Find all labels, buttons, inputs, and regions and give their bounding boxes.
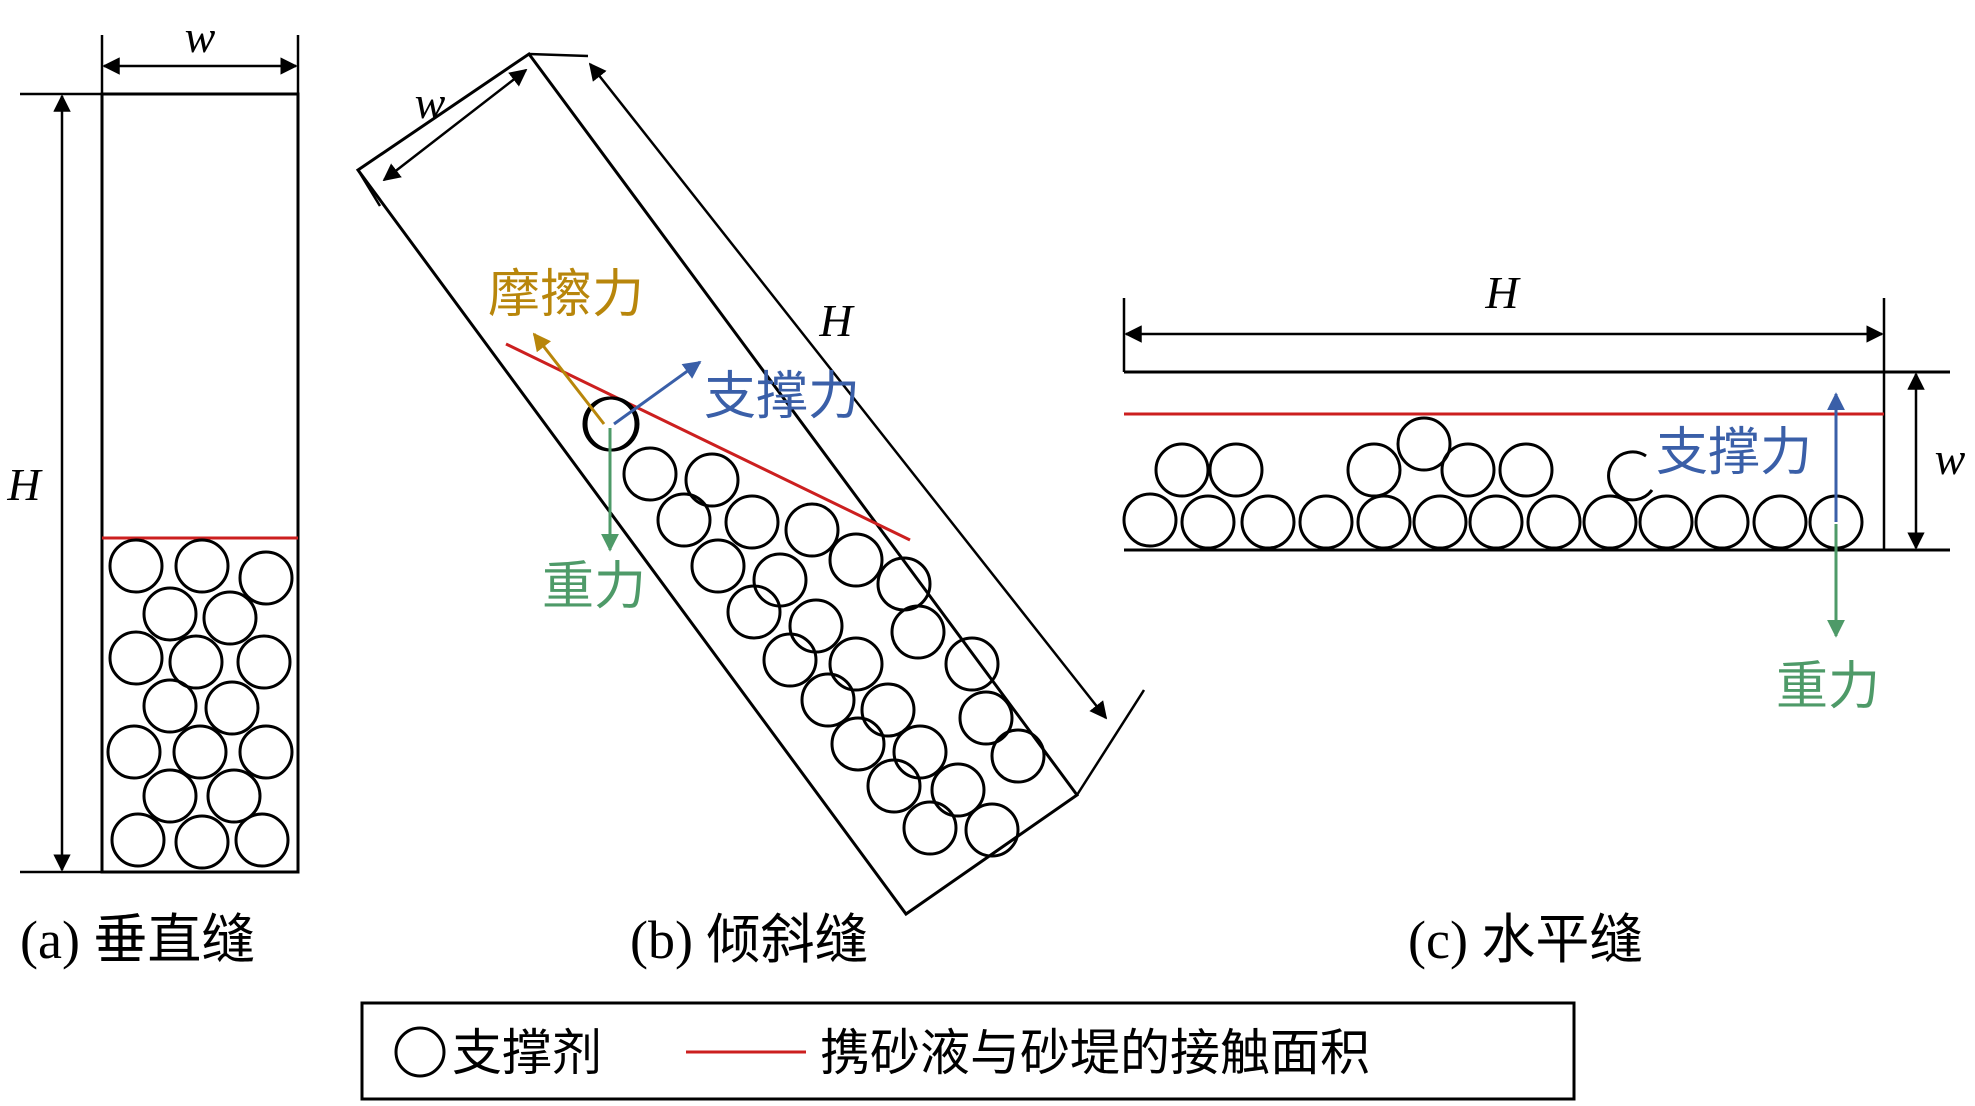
proppant-particle xyxy=(1412,494,1468,550)
proppant-particle xyxy=(1240,494,1296,550)
proppant-particle xyxy=(1694,494,1750,550)
proppant-particle xyxy=(1526,494,1582,550)
proppant-particle xyxy=(860,682,916,738)
proppant-particle xyxy=(1208,442,1264,498)
friction-label: 摩擦力 xyxy=(488,265,644,325)
proppant-particle xyxy=(172,724,228,780)
length-dimension-arrow xyxy=(588,62,1108,720)
proppant-particle xyxy=(788,598,844,654)
proppant-particle xyxy=(106,724,162,780)
legend-box xyxy=(360,1001,1576,1101)
proppant-particle xyxy=(762,632,818,688)
legend-contact-label: 携砂液与砂堤的接触面积 xyxy=(820,1024,1370,1082)
proppant-particle xyxy=(828,636,884,692)
proppant-particle xyxy=(1180,494,1236,550)
panel-vertical-fracture: w H (a) 垂直缝 xyxy=(6,11,300,970)
proppant-particle xyxy=(890,604,946,660)
proppant-particle xyxy=(828,532,884,588)
proppant-particle xyxy=(236,634,292,690)
proppant-particle xyxy=(726,584,782,640)
proppant-particle xyxy=(1498,442,1554,498)
proppant-particle xyxy=(1122,492,1178,548)
proppant-particle xyxy=(724,494,780,550)
proppant-particle xyxy=(1638,494,1694,550)
proppant-particle xyxy=(238,550,294,606)
support-label: 支撑力 xyxy=(704,367,860,427)
length-label: H xyxy=(1484,267,1521,318)
proppant-particle xyxy=(238,724,294,780)
proppant-particle xyxy=(108,538,164,594)
proppant-particle xyxy=(656,492,712,548)
proppant-particle xyxy=(1154,442,1210,498)
caption-inclined: (b) 倾斜缝 xyxy=(630,910,868,970)
width-label: w xyxy=(185,11,216,62)
width-dimension-arrow xyxy=(382,68,528,182)
caption-horizontal: (c) 水平缝 xyxy=(1408,910,1643,970)
caption-vertical: (a) 垂直缝 xyxy=(20,910,255,970)
proppant-particle xyxy=(142,768,198,824)
legend: 支撑剂 携砂液与砂堤的接触面积 xyxy=(360,1001,1576,1101)
proppant-particle xyxy=(1356,494,1412,550)
legend-proppant-symbol xyxy=(394,1026,446,1078)
proppant-pack xyxy=(1122,416,1864,550)
proppant-particle xyxy=(690,538,746,594)
gravity-label: 重力 xyxy=(1776,657,1880,717)
proppant-particle xyxy=(902,800,958,856)
proppant-particle xyxy=(866,758,922,814)
proppant-particle xyxy=(1396,416,1452,472)
proppant-particle xyxy=(108,630,164,686)
contact-area-line xyxy=(505,342,911,542)
support-force-arrow xyxy=(613,360,702,426)
panel-inclined-fracture: H w xyxy=(355,51,1146,970)
panel-horizontal-fracture: H w 支撑力 重力 (c) 水 xyxy=(1122,267,1966,970)
width-label: w xyxy=(1935,433,1966,484)
proppant-particle xyxy=(930,762,986,818)
proppant-pack xyxy=(106,538,294,870)
proppant-particle xyxy=(1440,442,1496,498)
partial-proppant-particle xyxy=(1607,450,1654,502)
proppant-particle xyxy=(174,538,230,594)
proppant-particle xyxy=(830,716,886,772)
proppant-particle xyxy=(800,672,856,728)
proppant-particle xyxy=(752,552,808,608)
width-label: w xyxy=(415,77,446,128)
proppant-particle xyxy=(1298,494,1354,550)
proppant-particle xyxy=(1752,494,1808,550)
proppant-particle xyxy=(784,502,840,558)
friction-force-arrow xyxy=(532,332,606,425)
length-label: H xyxy=(818,295,855,346)
proppant-particle xyxy=(110,812,166,868)
length-extension-top xyxy=(528,52,589,58)
proppant-particle xyxy=(990,728,1046,784)
legend-proppant-label: 支撑剂 xyxy=(452,1024,602,1082)
height-label: H xyxy=(6,459,43,510)
proppant-particle xyxy=(892,724,948,780)
support-label: 支撑力 xyxy=(1656,423,1812,483)
proppant-particle xyxy=(964,802,1020,858)
proppant-particle xyxy=(1582,494,1638,550)
proppant-particle xyxy=(234,812,290,868)
proppant-particle xyxy=(944,636,1000,692)
proppant-particle xyxy=(1346,442,1402,498)
proppant-particle xyxy=(168,634,224,690)
length-extension-bottom xyxy=(1075,689,1146,796)
proppant-particle xyxy=(174,814,230,870)
vertical-fracture-outline xyxy=(100,92,300,874)
proppant-particle xyxy=(1468,494,1524,550)
proppant-particle xyxy=(142,586,198,642)
proppant-pack xyxy=(584,396,1046,858)
gravity-label: 重力 xyxy=(542,557,646,617)
proppant-particle xyxy=(204,680,260,736)
proppant-particle xyxy=(958,690,1014,746)
proppant-particle xyxy=(622,446,678,502)
proppant-particle xyxy=(202,590,258,646)
proppant-particle xyxy=(206,768,262,824)
width-extension-left xyxy=(356,169,382,207)
proppant-particle xyxy=(142,678,198,734)
inclined-fracture-outline xyxy=(355,51,1080,917)
proppant-particle xyxy=(684,452,740,508)
